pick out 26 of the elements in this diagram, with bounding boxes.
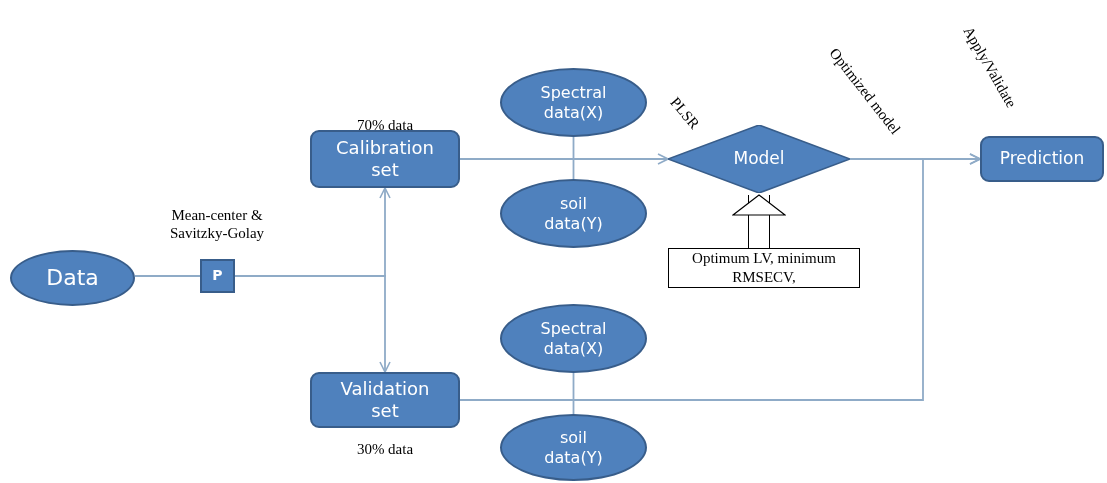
node-caption: 70% data: [355, 116, 415, 134]
node-label: Model: [733, 148, 785, 170]
node-label: P: [212, 267, 223, 285]
connector-line: [572, 136, 575, 180]
node-caption: Mean-center & Savitzky-Golay: [168, 206, 266, 242]
node-label: Optimum LV, minimum RMSECV,: [691, 249, 837, 287]
node-label: Spectral data(X): [539, 318, 608, 359]
node-caption: 30% data: [355, 440, 415, 458]
node-label: soil data(Y): [543, 427, 604, 468]
process-box: [200, 259, 235, 293]
connector-line: [134, 275, 201, 277]
block-arrow: [732, 194, 786, 248]
arrow: [459, 153, 981, 401]
arrow: [459, 153, 669, 165]
node-label: Prediction: [999, 148, 1085, 170]
process-box: [310, 372, 460, 428]
process-box: [980, 136, 1104, 182]
connector-line: [572, 372, 575, 415]
node-label: soil data(Y): [543, 193, 604, 234]
arrow: [234, 275, 391, 373]
node-label: Validation set: [339, 377, 431, 423]
node-label: Spectral data(X): [539, 82, 608, 123]
process-box: [310, 130, 460, 188]
node-label: Data: [46, 264, 99, 292]
note-box: [668, 248, 860, 288]
node-label: Calibration set: [335, 136, 435, 182]
